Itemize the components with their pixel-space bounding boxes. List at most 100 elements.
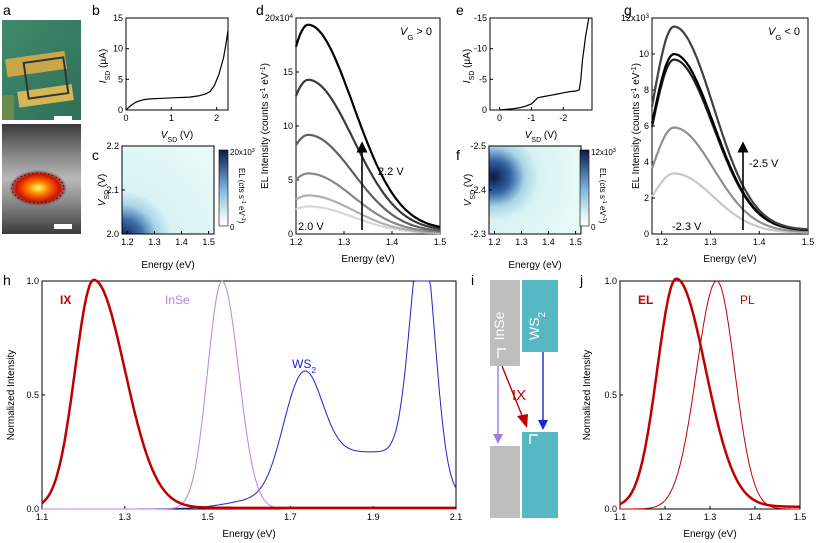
- text-span: 3: [252, 148, 255, 154]
- spectrum-6: [294, 23, 441, 228]
- scale-bar-bottom: [54, 224, 72, 229]
- text-span: 20x10: [230, 148, 252, 157]
- text-span: eV: [237, 204, 246, 217]
- heatmap-image: [122, 146, 214, 234]
- y-tick-label: 1.0: [604, 276, 617, 286]
- x-tick-label: 1.3: [704, 512, 717, 522]
- y-tick-label: 20x104: [265, 13, 294, 24]
- x-tick-label: -2: [559, 113, 567, 123]
- colorbar-min-label: 0: [591, 223, 596, 232]
- y-tick-label: 5: [118, 74, 123, 84]
- text-span: -1: [240, 216, 246, 221]
- text-span: EL (cts s: [237, 168, 246, 199]
- text-span: SD: [167, 137, 177, 144]
- x-tick-label: 1.1: [36, 512, 49, 522]
- text-span: I: [98, 80, 109, 83]
- ws2-valence-block: [522, 432, 558, 518]
- text-span: 2: [537, 312, 548, 317]
- text-span: V: [400, 26, 409, 38]
- y-tick-label: 10: [113, 44, 123, 54]
- text-span: -1: [631, 87, 638, 93]
- axes-frame: [295, 17, 441, 235]
- inse-valence-block: [490, 446, 520, 518]
- spectrum-3: [650, 58, 809, 232]
- text-span: V: [97, 198, 108, 206]
- x-tick-label: 1.7: [284, 512, 297, 522]
- panel-label-c: c: [92, 147, 99, 163]
- y-axis-label: VSD (V): [463, 174, 477, 207]
- x-axis-label: Energy (eV): [703, 254, 756, 265]
- colorbar-min-label: 0: [230, 223, 235, 232]
- text-span: (μA): [98, 49, 109, 71]
- x-axis-label: Energy (eV): [683, 529, 736, 540]
- inse-transition-arrowhead: [493, 434, 503, 444]
- spectrum-2: [650, 126, 809, 233]
- text-span: (V): [541, 130, 557, 141]
- inse-label: InSe: [165, 293, 190, 307]
- axes-frame: [41, 280, 457, 510]
- y-tick-label: 2.0: [106, 229, 119, 239]
- text-span: V: [161, 130, 169, 141]
- panel-label-d: d: [256, 2, 264, 18]
- panel-label-h: h: [3, 272, 11, 288]
- text-span: -1: [631, 66, 638, 72]
- text-span: SD: [531, 137, 541, 144]
- y-tick-label: 0.0: [604, 504, 617, 514]
- inse-conduction-block: [490, 280, 520, 366]
- axes-frame: [651, 17, 809, 235]
- el-hotspot: [9, 170, 67, 206]
- spectrum-1: [651, 172, 808, 234]
- text-span: -1: [260, 87, 267, 93]
- arrow-bottom-label: 2.0 V: [298, 221, 324, 233]
- y-tick-label: 6: [644, 121, 649, 131]
- text-span: SD: [470, 190, 477, 200]
- spectrum-4: [650, 52, 809, 231]
- axes-frame: [125, 17, 229, 111]
- condition-label: VG < 0: [768, 26, 800, 42]
- y-axis-label: ISD (μA): [98, 49, 112, 83]
- x-axis-label: VSD (V): [161, 130, 194, 144]
- ix-transition-label: IX: [512, 387, 526, 404]
- colorbar: [218, 149, 229, 227]
- condition-label: VG > 0: [400, 26, 432, 42]
- text-span: -1: [240, 199, 246, 204]
- text-span: (V): [97, 174, 108, 190]
- text-span: 12x10: [621, 13, 646, 23]
- x-tick-label: 1.2: [121, 237, 134, 247]
- el-spectrum: [619, 277, 801, 508]
- y-tick-label: 10: [639, 49, 649, 59]
- text-span: 3: [645, 13, 649, 20]
- spectrum-2: [295, 194, 441, 234]
- x-axis-label: Energy (eV): [222, 529, 275, 540]
- x-tick-label: 2: [214, 113, 219, 123]
- x-tick-label: 0: [497, 113, 502, 123]
- text-span: < 0: [781, 26, 800, 38]
- text-span: -1: [601, 199, 607, 204]
- text-span: (V): [177, 130, 193, 141]
- y-tick-label: 0.5: [604, 390, 617, 400]
- text-span: ): [237, 221, 246, 224]
- x-tick-label: 1.3: [704, 237, 717, 247]
- x-tick-label: 1: [169, 113, 174, 123]
- el-label: EL: [638, 293, 653, 307]
- arrow-bottom-label: -2.3 V: [672, 221, 702, 233]
- colorbar-max-label: 20x103: [230, 148, 255, 157]
- y-tick-label: 4: [644, 157, 649, 167]
- y-tick-label: 15: [283, 67, 293, 77]
- text-span: V: [525, 130, 533, 141]
- text-span: > 0: [413, 26, 432, 38]
- device-photo-contact-top: [5, 50, 67, 78]
- x-axis-label: Energy (eV): [141, 260, 194, 271]
- device-photo-edge: [2, 95, 14, 120]
- x-tick-label: 1.3: [338, 237, 351, 247]
- inse-block-label: InSe: [491, 311, 507, 340]
- x-tick-label: 1.9: [367, 512, 380, 522]
- x-tick-label: 1.2: [290, 237, 303, 247]
- panel-label-a: a: [3, 2, 11, 18]
- panel-label-g: g: [624, 2, 632, 18]
- y-tick-label: 0: [644, 229, 649, 239]
